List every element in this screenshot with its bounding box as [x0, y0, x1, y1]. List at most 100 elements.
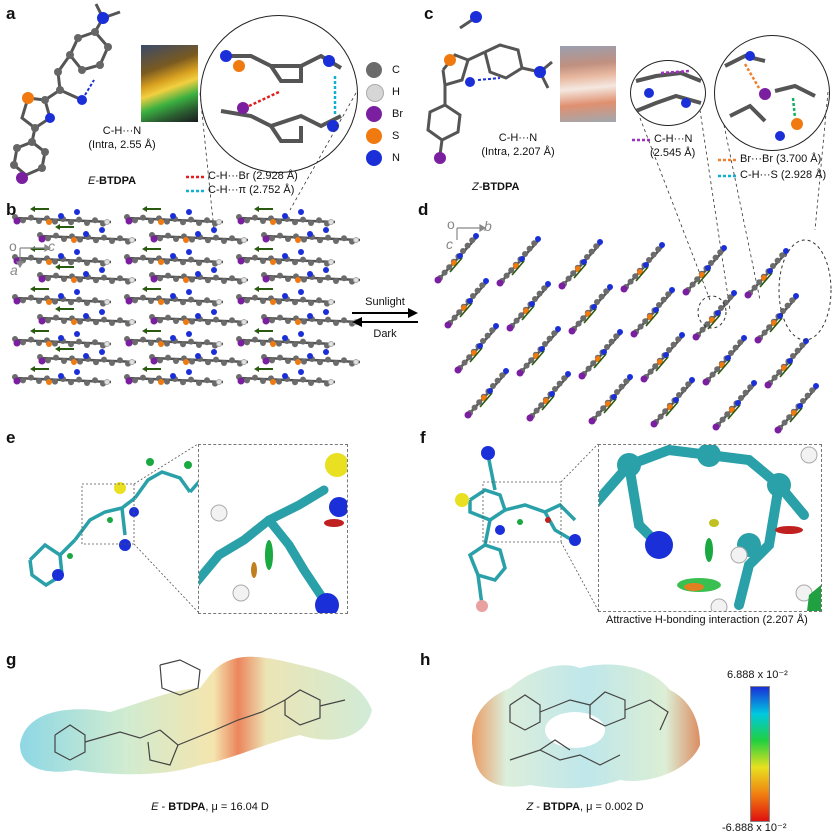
z-dipole-arrow-icon — [521, 305, 535, 321]
z-packed-molecule — [588, 374, 633, 425]
z-crystal-photo — [560, 46, 616, 122]
g-name: BTDPA — [168, 801, 206, 813]
g-prefix: E — [151, 801, 159, 813]
z-dipole-arrow-icon — [759, 272, 773, 288]
z-dipole-arrow-icon — [449, 257, 463, 273]
e-dipole-arrow-icon — [142, 328, 161, 334]
z-nh-zoom-circle — [630, 60, 706, 126]
panel-label-f: f — [420, 428, 426, 447]
e-packed-molecule — [124, 249, 224, 267]
z-packed-molecule — [702, 335, 747, 386]
z-packed-molecule — [454, 323, 499, 374]
e-dipole-arrow-icon — [142, 206, 161, 212]
e-esp-surface — [20, 656, 372, 775]
axes-d-vertical: c — [446, 236, 453, 252]
z-dipole-arrow-icon — [459, 302, 473, 318]
z-dipole-arrow-icon — [789, 407, 803, 423]
e-nci-zoom-box — [198, 444, 348, 614]
z-packed-molecule — [692, 290, 737, 341]
switch-dark-label: Dark — [373, 328, 397, 340]
z-dipole-arrow-icon — [583, 308, 597, 324]
e-packed-molecule — [37, 267, 137, 285]
z-packed-molecule — [650, 377, 695, 428]
z-dipole-arrow-icon — [717, 359, 731, 375]
z-btdpa-molecule — [426, 11, 553, 164]
e-btdpa-molecule — [10, 3, 121, 184]
z-dipole-arrow-icon — [707, 314, 721, 330]
z-compound-prefix: Z- — [472, 181, 483, 193]
e-packed-molecule — [124, 209, 224, 227]
panel-label-g: g — [6, 650, 17, 669]
axes-d-origin: o — [447, 216, 455, 232]
e-compound-prefix: E- — [88, 175, 99, 187]
z-packed-molecule — [526, 371, 571, 422]
e-nci-molecule — [28, 458, 232, 588]
axes-b-origin: o — [9, 238, 17, 254]
z-compound-name: BTDPA — [482, 181, 520, 193]
e-legend-pi: C-H···π (2.752 Å) — [208, 184, 295, 196]
e-packed-molecule — [261, 309, 361, 327]
e-dipole-arrow-icon — [55, 346, 74, 352]
atom-br-icon — [366, 106, 382, 122]
e-packed-molecule — [149, 227, 249, 245]
z-dipole-arrow-icon — [469, 347, 483, 363]
z-packed-molecule — [620, 242, 665, 293]
z-dipole-arrow-icon — [593, 353, 607, 369]
e-dipole-arrow-icon — [142, 246, 161, 252]
atom-legend: C H Br S N — [366, 62, 426, 172]
e-packed-molecule — [261, 349, 361, 367]
z-dipole-arrow-icon — [779, 362, 793, 378]
e-packed-molecule — [236, 369, 336, 387]
z-dipole-arrow-icon — [645, 311, 659, 327]
z-packing-zoom-circle — [714, 35, 830, 151]
e-packed-molecule — [236, 249, 336, 267]
atom-c-label: C — [392, 64, 400, 76]
h-caption: Z - BTDPA, μ = 0.002 D — [526, 801, 644, 813]
e-packed-molecule — [37, 309, 137, 327]
e-packed-molecule — [236, 331, 336, 349]
e-packed-molecule — [37, 349, 137, 367]
e-packed-molecule — [12, 209, 112, 227]
e-packed-molecule — [236, 289, 336, 307]
z-dipole-arrow-icon — [655, 356, 669, 372]
panel-label-a: a — [6, 4, 16, 23]
atom-s-label: S — [392, 130, 400, 142]
z-packed-molecule — [506, 281, 551, 332]
z-dipole-arrow-icon — [727, 404, 741, 420]
e-crystal-photo — [141, 45, 198, 122]
e-packed-molecule — [236, 209, 336, 227]
e-dipole-arrow-icon — [142, 286, 161, 292]
z-dipole-arrow-icon — [769, 317, 783, 333]
e-packed-molecule — [149, 309, 249, 327]
e-dipole-arrow-icon — [55, 306, 74, 312]
panel-label-b: b — [6, 200, 17, 219]
z-packed-molecule — [434, 233, 479, 284]
e-intra-label-line2: (Intra, 2.55 Å) — [88, 139, 156, 151]
h-mu: , μ = 0.002 D — [580, 801, 644, 813]
z-dipole-arrow-icon — [573, 263, 587, 279]
atom-br-label: Br — [392, 108, 403, 120]
e-dipole-arrow-icon — [254, 366, 273, 372]
e-packed-molecule — [124, 331, 224, 349]
z-packed-molecule — [444, 278, 489, 329]
e-packed-molecule — [12, 249, 112, 267]
z-dipole-arrow-icon — [511, 260, 525, 276]
z-dipole-arrow-icon — [603, 398, 617, 414]
panel-label-h: h — [420, 650, 431, 669]
panel-label-e: e — [6, 428, 16, 447]
e-dipole-arrow-icon — [254, 328, 273, 334]
z-intra-label-line2: (Intra, 2.207 Å) — [481, 146, 555, 158]
e-dipole-arrow-icon — [254, 206, 273, 212]
z-packed-molecule — [464, 368, 509, 419]
z-packed-molecule — [578, 329, 623, 380]
z-legend-chs: C-H···S (2.928 Å) — [740, 169, 827, 181]
z-packed-molecule — [630, 287, 675, 338]
g-caption: E - BTDPA, μ = 16.04 D — [151, 801, 269, 813]
e-packed-molecule — [12, 289, 112, 307]
e-packed-molecule — [37, 227, 137, 245]
switch-sunlight-label: Sunlight — [365, 296, 405, 308]
